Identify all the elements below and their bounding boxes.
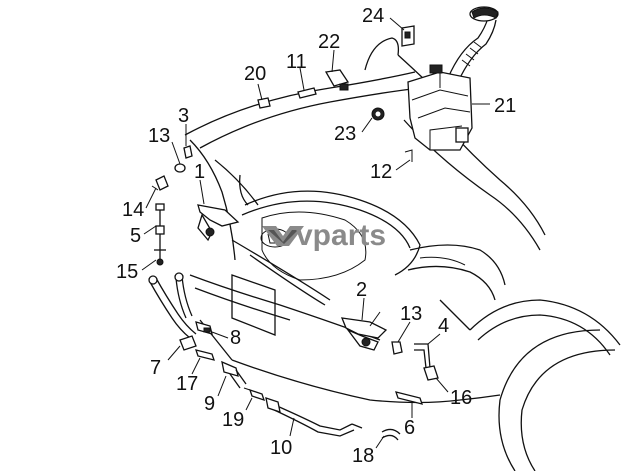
- watermark-text: vparts: [296, 219, 386, 252]
- part-13-cap-lower: [391, 341, 403, 355]
- part-10-hose: [265, 397, 363, 437]
- callout-6: 6: [404, 417, 415, 439]
- callout-19: 19: [222, 409, 244, 431]
- callout-16: 16: [450, 387, 472, 409]
- callout-21: 21: [494, 95, 516, 117]
- part-4-elbow: [414, 343, 431, 369]
- part-8-connector: [195, 321, 213, 335]
- part-17-fitting: [195, 349, 215, 361]
- callout-10: 10: [270, 437, 292, 459]
- part-20-clip: [257, 97, 271, 109]
- part-12-bracket: [404, 149, 413, 162]
- callouts: 24 22 11 20 21 3 13 23 1 12 14 5 15 2 13…: [116, 5, 516, 467]
- callout-23: 23: [334, 123, 356, 145]
- part-18-elbow: [381, 428, 401, 441]
- callout-11: 11: [286, 51, 307, 73]
- part-21-washer-reservoir: [407, 6, 499, 151]
- callout-13-lower: 13: [400, 303, 422, 325]
- part-14-connector: [151, 175, 169, 191]
- part-7-hose: [148, 272, 197, 339]
- callout-18: 18: [352, 445, 374, 467]
- part-15-tee: [154, 234, 166, 266]
- part-16-fitting: [423, 365, 439, 381]
- v-chevron-icon: [262, 226, 304, 246]
- callout-24: 24: [362, 5, 384, 27]
- part-1-washer-nozzle-left: [197, 204, 240, 242]
- part-9-hose: [221, 360, 247, 389]
- callout-5: 5: [130, 225, 141, 247]
- part-6-hose: [395, 391, 423, 405]
- callout-20: 20: [244, 63, 266, 85]
- callout-22: 22: [318, 31, 340, 53]
- part-24-bracket: [401, 25, 415, 47]
- callout-3: 3: [178, 105, 189, 127]
- callout-14: 14: [122, 199, 144, 221]
- callout-13-upper: 13: [148, 125, 170, 147]
- leader-lines: [141, 17, 490, 449]
- vehicle-body-outline: [184, 37, 621, 471]
- callout-9: 9: [204, 393, 215, 415]
- part-2-washer-nozzle-right: [340, 311, 388, 351]
- callout-12: 12: [370, 161, 392, 183]
- part-3-clip: [183, 145, 193, 159]
- part-19-connector: [243, 387, 266, 402]
- callout-2: 2: [356, 279, 367, 301]
- callout-1: 1: [194, 161, 205, 183]
- callout-8: 8: [230, 327, 241, 349]
- part-23-grommet: [371, 107, 385, 121]
- part-5-hose-fitting: [155, 203, 165, 235]
- part-11-hose: [297, 87, 317, 99]
- callout-15: 15: [116, 261, 138, 283]
- part-13-cap-upper: [174, 163, 186, 173]
- part-joint-near-7: [179, 335, 197, 351]
- callout-7: 7: [150, 357, 161, 379]
- callout-17: 17: [176, 373, 198, 395]
- part-22-pump: [324, 69, 350, 91]
- callout-4: 4: [438, 315, 449, 337]
- watermark: vparts: [262, 219, 386, 252]
